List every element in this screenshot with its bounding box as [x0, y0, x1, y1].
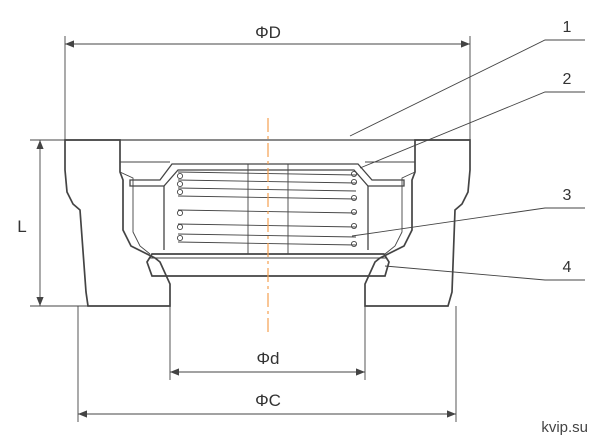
- callout-3: 3: [563, 187, 572, 204]
- callout-2: 2: [563, 71, 572, 88]
- callout-1: 1: [563, 19, 572, 36]
- leader-1: [349, 39, 585, 137]
- disc-section: [146, 253, 390, 277]
- dim-L-label: L: [17, 217, 26, 236]
- retainer-plate: [129, 163, 405, 187]
- dim-C-label: ΦC: [255, 391, 281, 410]
- retainer-cup: [163, 186, 369, 250]
- spring: [176, 170, 358, 248]
- cavity-right-line: [384, 171, 416, 255]
- cavity-left-line: [119, 171, 151, 255]
- watermark: kvip.su: [541, 419, 588, 436]
- leader-2: [359, 91, 585, 169]
- leader-4: [384, 265, 585, 281]
- body-right-section: [364, 139, 471, 307]
- body-left-section: [64, 139, 171, 307]
- callout-4: 4: [563, 259, 572, 276]
- dim-d-label: Φd: [256, 349, 279, 368]
- leader-3: [351, 207, 585, 237]
- dim-D-label: ΦD: [255, 23, 281, 42]
